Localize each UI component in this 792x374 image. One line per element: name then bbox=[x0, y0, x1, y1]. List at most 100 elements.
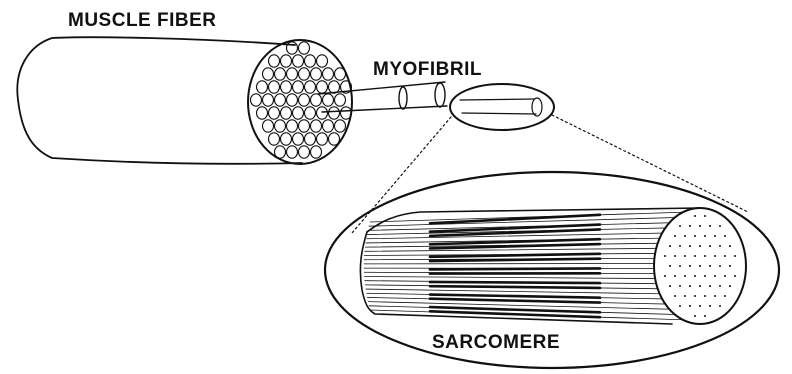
sarcomere-label: SARCOMERE bbox=[432, 332, 560, 354]
filament-dot bbox=[689, 305, 691, 307]
myofibril-circle bbox=[257, 81, 268, 93]
myofibril-circle bbox=[335, 68, 346, 80]
myofibril-circle bbox=[323, 94, 334, 106]
myofibril-circle bbox=[305, 133, 316, 145]
myofibril-circle bbox=[287, 42, 298, 54]
filament-dot bbox=[694, 315, 696, 317]
filament-dot bbox=[729, 265, 731, 267]
filament-dot bbox=[714, 275, 716, 277]
filament-dot bbox=[684, 275, 686, 277]
thick-filament bbox=[430, 254, 600, 257]
filament-dot bbox=[724, 235, 726, 237]
filament-dot bbox=[699, 305, 701, 307]
filament-dot bbox=[679, 225, 681, 227]
filament-dot bbox=[699, 245, 701, 247]
myofibril-circle bbox=[305, 81, 316, 93]
myofibril-circle bbox=[293, 55, 304, 67]
filament-dot bbox=[699, 285, 701, 287]
myofibril-circle bbox=[257, 107, 268, 119]
myofibril-circle bbox=[317, 107, 328, 119]
muscle-fiber-label: MUSCLE FIBER bbox=[68, 10, 217, 32]
myofibril-label: MYOFIBRIL bbox=[373, 59, 482, 81]
filament-dot bbox=[689, 265, 691, 267]
thick-filament bbox=[430, 286, 600, 288]
filament-dot bbox=[709, 265, 711, 267]
filament-dot bbox=[734, 275, 736, 277]
myofibril-circle bbox=[317, 133, 328, 145]
myofibril-circle bbox=[311, 146, 322, 158]
myofibril-circle bbox=[281, 107, 292, 119]
myofibril-circle bbox=[281, 133, 292, 145]
myofibril-circle bbox=[293, 107, 304, 119]
filament-dot bbox=[704, 255, 706, 257]
filament-dot bbox=[729, 245, 731, 247]
filament-dot bbox=[704, 235, 706, 237]
filament-dot bbox=[669, 245, 671, 247]
filament-dot bbox=[694, 235, 696, 237]
thick-filament bbox=[430, 295, 600, 298]
myofibril-circle bbox=[299, 94, 310, 106]
filament-dot bbox=[714, 295, 716, 297]
myofibril-circle bbox=[293, 81, 304, 93]
thick-filament bbox=[430, 282, 600, 283]
myofibril-circle bbox=[311, 120, 322, 132]
thin-filament bbox=[368, 302, 690, 310]
myofibril-circle bbox=[305, 55, 316, 67]
filament-dot bbox=[734, 255, 736, 257]
filament-dot bbox=[729, 285, 731, 287]
filament-dot bbox=[719, 265, 721, 267]
myofibril-circle bbox=[287, 68, 298, 80]
filament-dot bbox=[674, 255, 676, 257]
filament-dot bbox=[719, 245, 721, 247]
myofibril-circle bbox=[263, 68, 274, 80]
filament-dot bbox=[719, 305, 721, 307]
myofibril-circle bbox=[293, 133, 304, 145]
filament-dot bbox=[704, 275, 706, 277]
filament-dot bbox=[679, 265, 681, 267]
thin-filament bbox=[364, 276, 690, 278]
filament-dot bbox=[674, 295, 676, 297]
myofibril-circle bbox=[269, 133, 280, 145]
myofibril-circle bbox=[269, 81, 280, 93]
filament-dot bbox=[709, 245, 711, 247]
filament-dot bbox=[679, 305, 681, 307]
myofibril-circle bbox=[287, 94, 298, 106]
myofibril-circle bbox=[287, 120, 298, 132]
myofibril-circle bbox=[299, 120, 310, 132]
filament-dot bbox=[719, 225, 721, 227]
thin-filament bbox=[366, 289, 690, 294]
myofibril-circle bbox=[317, 81, 328, 93]
filament-dot bbox=[694, 255, 696, 257]
myofibril-circle bbox=[263, 120, 274, 132]
myofibril-magnifier bbox=[450, 84, 554, 130]
filament-dot bbox=[709, 225, 711, 227]
myofibril-circle bbox=[305, 107, 316, 119]
myofibril-circle bbox=[323, 68, 334, 80]
filament-dot bbox=[699, 225, 701, 227]
myofibril-circle bbox=[281, 55, 292, 67]
myofibril-circle bbox=[287, 146, 298, 158]
myofibril-circle bbox=[275, 120, 286, 132]
myofibril-circle bbox=[329, 81, 340, 93]
myofibril-circle bbox=[299, 146, 310, 158]
filament-dot bbox=[709, 285, 711, 287]
filament-dot bbox=[714, 235, 716, 237]
thick-filament bbox=[430, 299, 600, 303]
myofibril-circle bbox=[323, 120, 334, 132]
filament-dot bbox=[704, 295, 706, 297]
filament-dot bbox=[704, 215, 706, 217]
filament-dot bbox=[664, 255, 666, 257]
filament-dot bbox=[679, 245, 681, 247]
myofibril-circle bbox=[251, 94, 262, 106]
myofibril-circle bbox=[269, 55, 280, 67]
myofibril-circle bbox=[281, 81, 292, 93]
myofibril-circle bbox=[317, 55, 328, 67]
myofibril-cross-sections bbox=[251, 42, 352, 158]
filament-dot bbox=[724, 275, 726, 277]
myofibril-circle bbox=[341, 107, 352, 119]
filament-dot bbox=[689, 285, 691, 287]
myofibril-circle bbox=[275, 146, 286, 158]
filament-dot bbox=[689, 225, 691, 227]
myofibril-circle bbox=[269, 107, 280, 119]
